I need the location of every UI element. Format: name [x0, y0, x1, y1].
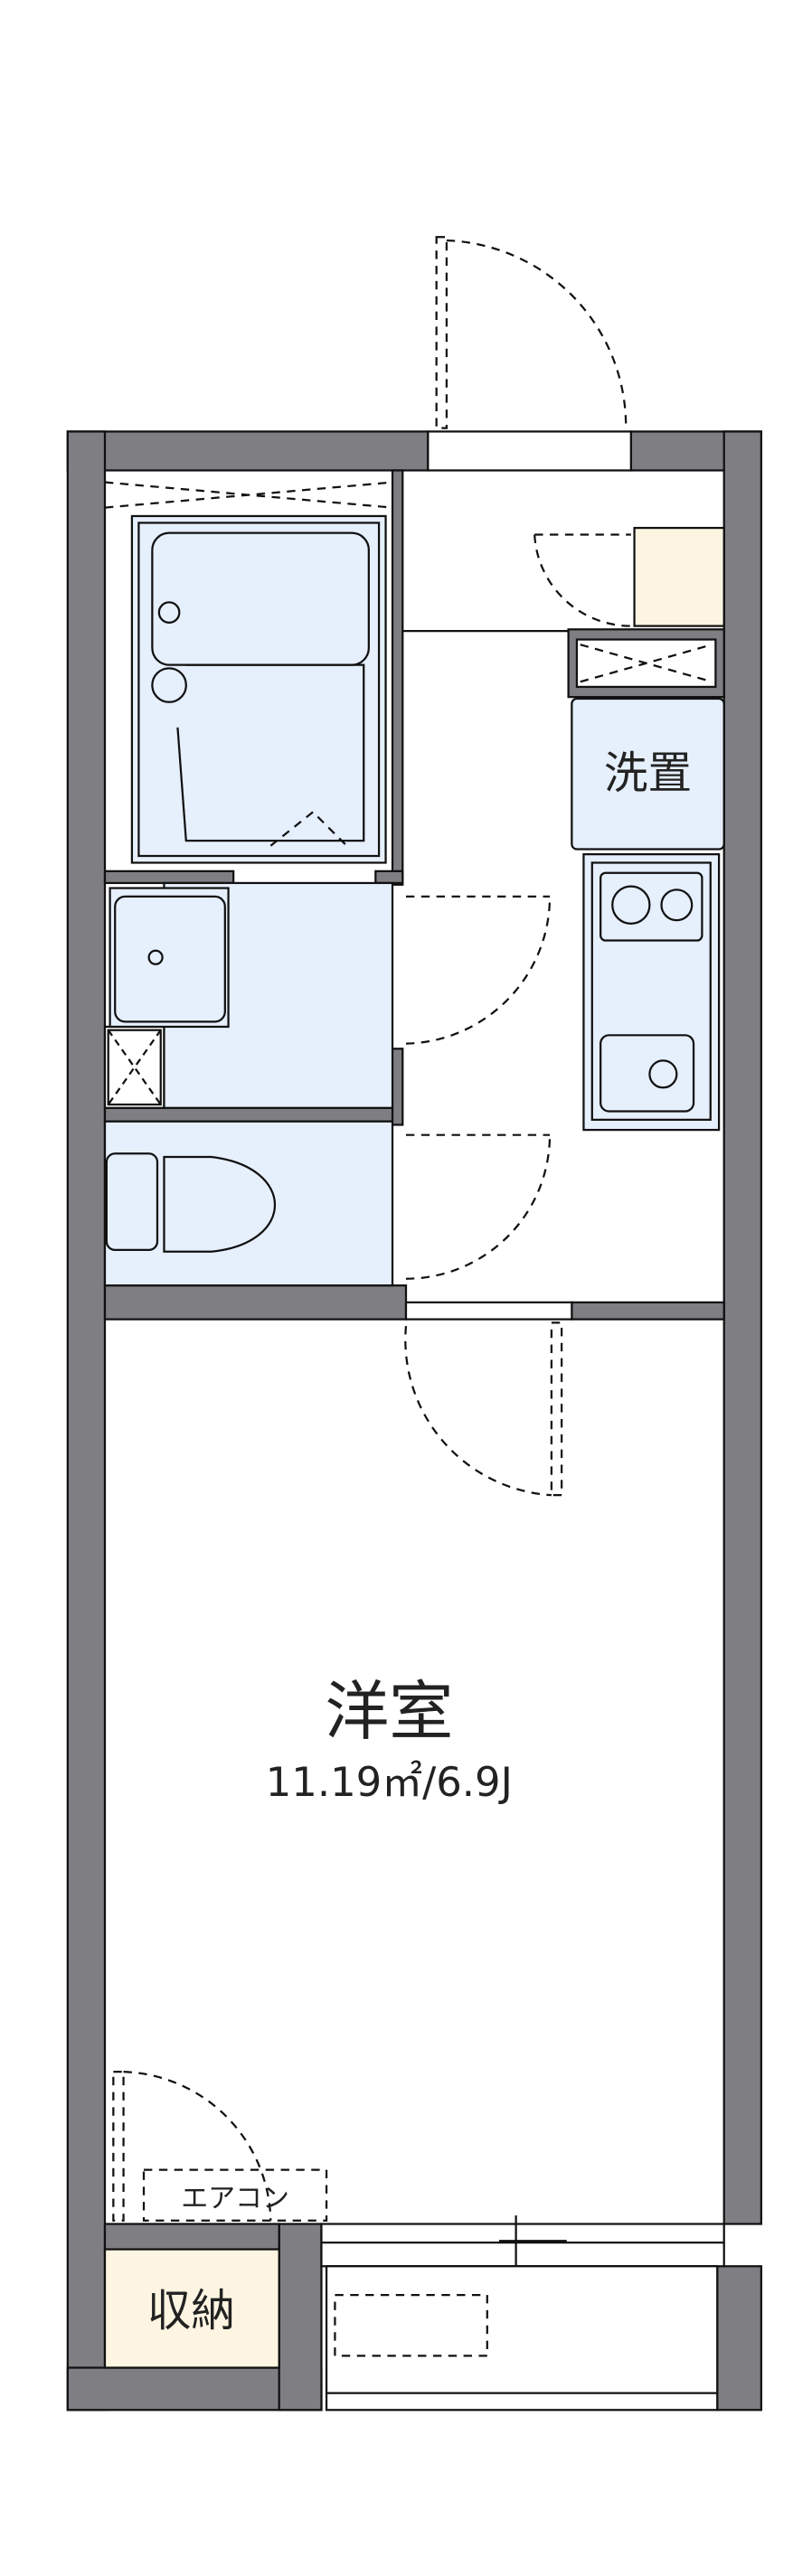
- storage-label: 収納: [147, 2286, 235, 2336]
- shoe-cabinet: [633, 526, 725, 627]
- kitchen: [582, 853, 721, 1132]
- washer-space: [571, 697, 725, 851]
- air-conditioner: [142, 2168, 328, 2222]
- air-conditioner-label: エアコン: [181, 2183, 289, 2214]
- washroom: [107, 881, 552, 1109]
- balcony-window: [320, 2215, 725, 2411]
- washer-space-label: 洗置: [604, 748, 692, 799]
- sink: [600, 1034, 695, 1113]
- bathroom: [104, 481, 393, 864]
- stove-burner: [660, 888, 694, 922]
- western-room-area: 11.19㎡/6.9J: [266, 1758, 513, 1806]
- interior-walls: [103, 469, 725, 2251]
- stove-burner: [611, 885, 651, 925]
- storage-closet: [103, 2248, 280, 2369]
- entrance-threshold: [427, 430, 632, 472]
- entry-door: [435, 236, 628, 429]
- western-room-label: 洋室: [325, 1674, 453, 1749]
- room-door: [404, 1321, 563, 1497]
- toilet-room: [103, 1120, 552, 1287]
- pipe-space: [580, 644, 713, 683]
- shoe-cabinet-door: [533, 533, 631, 627]
- outer-walls: [66, 430, 762, 2411]
- closet-door: [112, 2071, 272, 2222]
